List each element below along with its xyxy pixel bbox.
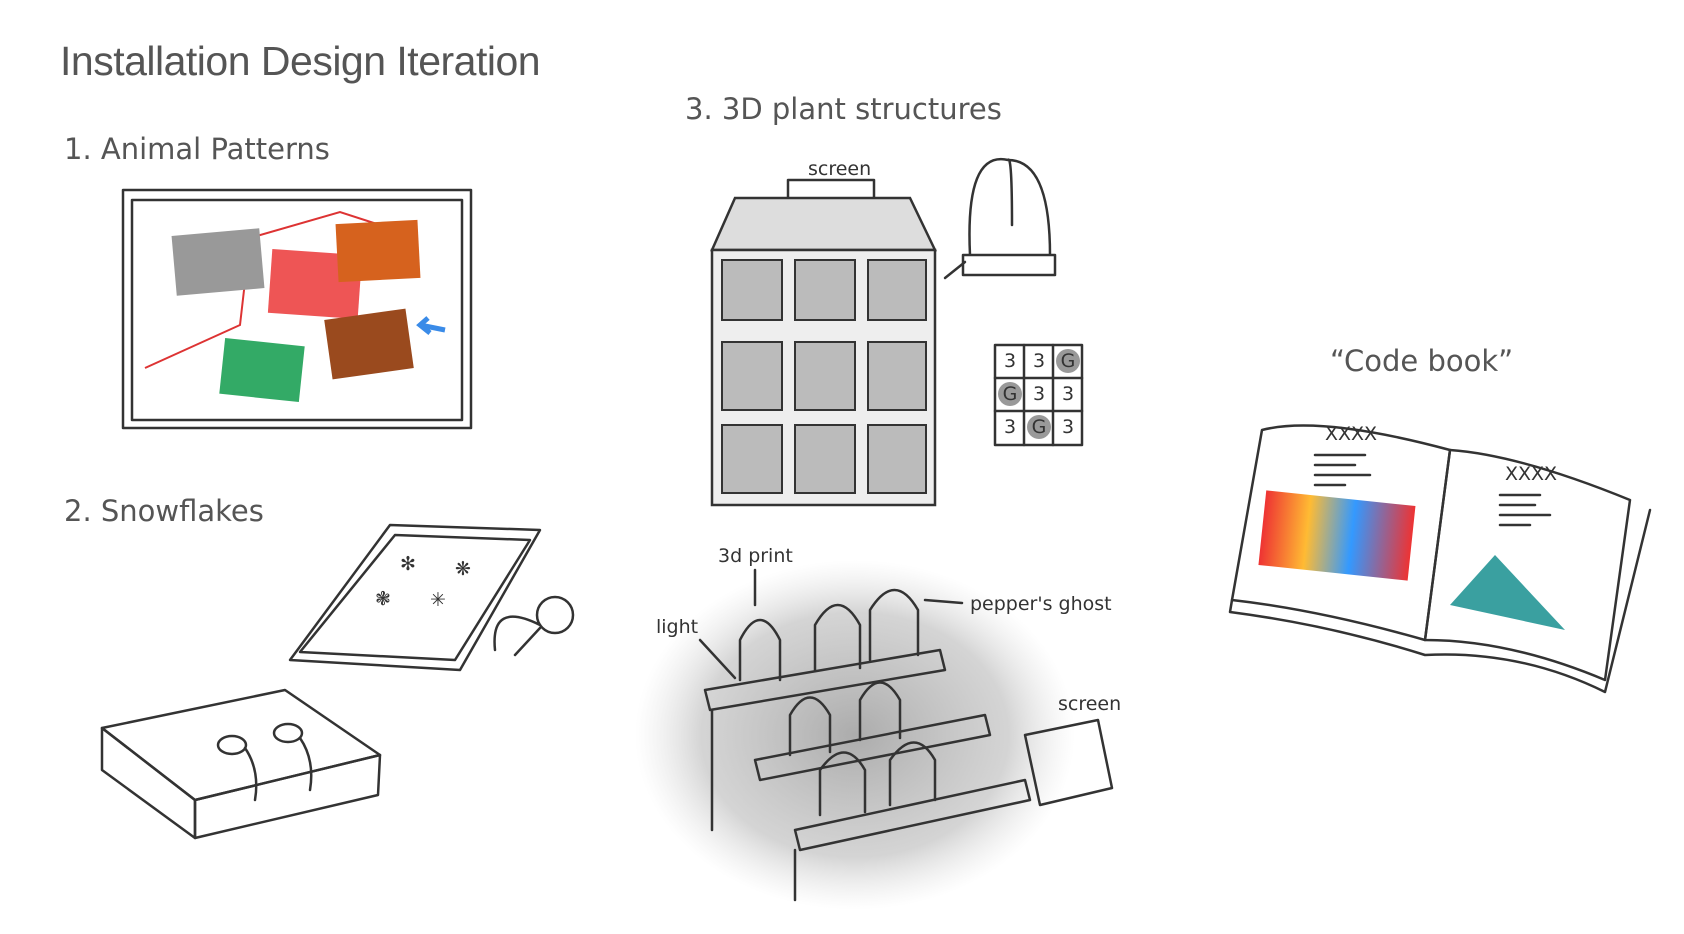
plant-grid-sketch: 3 3 G G 3 3 3 G 3 bbox=[993, 343, 1084, 447]
section-snowflakes: 2. Snowflakes bbox=[64, 494, 264, 528]
grid-cell: 3 bbox=[1033, 350, 1045, 372]
label-light: light bbox=[656, 616, 698, 638]
grid-cell: 3 bbox=[1004, 416, 1016, 438]
grid-cell: G bbox=[1061, 350, 1076, 372]
grid-cell: 3 bbox=[1062, 383, 1074, 405]
svg-text:❋: ❋ bbox=[455, 558, 471, 580]
snowflake-tray-sketch: ✻ ❋ ❃ ✳ bbox=[288, 523, 575, 672]
section-animal-patterns: 1. Animal Patterns bbox=[64, 132, 330, 166]
svg-text:✳: ✳ bbox=[430, 589, 446, 611]
label-screen-top: screen bbox=[808, 158, 871, 180]
section-code-book: “Code book” bbox=[1330, 344, 1514, 378]
grid-cell: G bbox=[1003, 383, 1018, 405]
code-book-sketch: XXXX XXXX bbox=[1228, 423, 1652, 694]
plant-cabinet-sketch: screen bbox=[710, 157, 1057, 507]
grid-cell: 3 bbox=[1033, 383, 1045, 405]
pepper-ghost-shelf-sketch: 3d print light pepper's ghost screen bbox=[635, 545, 1121, 910]
display-case-sketch bbox=[100, 688, 382, 840]
section-3d-plant-structures: 3. 3D plant structures bbox=[685, 92, 1002, 126]
book-heading-left: XXXX bbox=[1325, 423, 1377, 445]
svg-text:❃: ❃ bbox=[375, 588, 391, 610]
label-screen-side: screen bbox=[1058, 693, 1121, 715]
slide-title: Installation Design Iteration bbox=[60, 38, 541, 84]
label-3d-print: 3d print bbox=[718, 545, 793, 567]
svg-text:✻: ✻ bbox=[400, 553, 416, 575]
grid-cell: 3 bbox=[1004, 350, 1016, 372]
book-heading-right: XXXX bbox=[1505, 463, 1557, 485]
label-peppers-ghost: pepper's ghost bbox=[970, 593, 1112, 615]
grid-cell: 3 bbox=[1062, 416, 1074, 438]
animal-patterns-board-sketch bbox=[121, 188, 473, 430]
grid-cell: G bbox=[1032, 416, 1047, 438]
